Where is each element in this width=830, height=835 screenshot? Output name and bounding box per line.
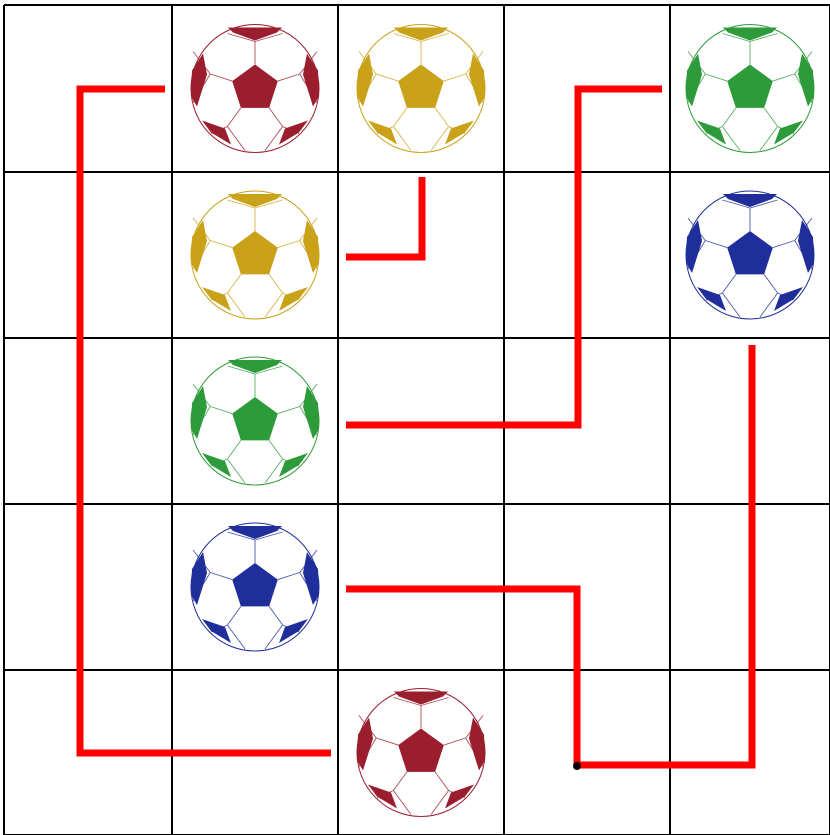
green-soccer-ball-icon[interactable] <box>686 25 814 153</box>
blue-soccer-ball-icon[interactable] <box>686 191 814 319</box>
red-soccer-ball-icon[interactable] <box>191 25 319 153</box>
yellow-soccer-ball-icon[interactable] <box>191 191 319 319</box>
balls-layer <box>191 25 814 817</box>
red-soccer-ball-icon[interactable] <box>357 689 485 817</box>
blue-soccer-ball-icon[interactable] <box>191 523 319 651</box>
green-soccer-ball-icon[interactable] <box>191 357 319 485</box>
connection-lines-layer <box>80 89 752 770</box>
yellow-connection-line <box>346 177 422 257</box>
yellow-soccer-ball-icon[interactable] <box>357 25 485 153</box>
cursor-dot <box>573 762 581 770</box>
